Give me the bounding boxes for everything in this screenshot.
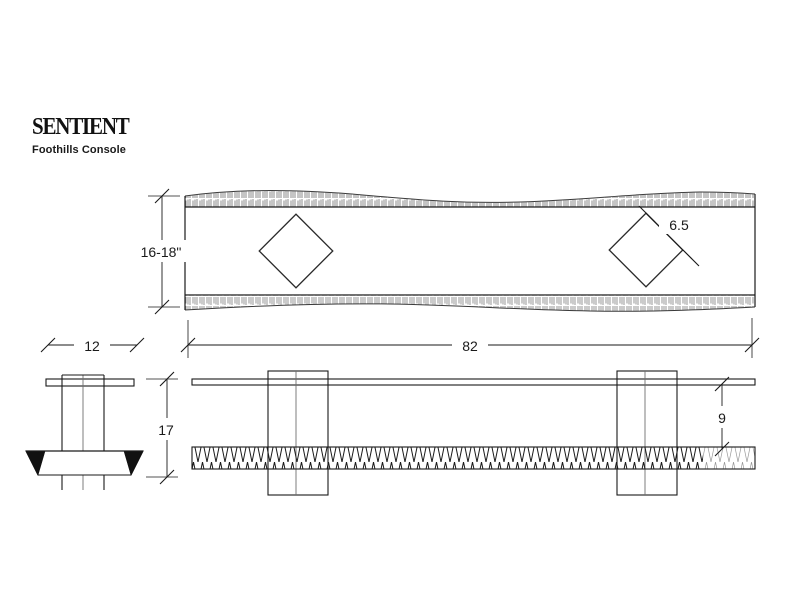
dimension-inlay-size-label: 6.5 — [669, 217, 689, 233]
side-top-slab — [45, 378, 135, 387]
dimension-overall-height-label: 17 — [158, 422, 174, 438]
brand-wordmark: SENTIENT — [32, 111, 130, 140]
dimension-rail-height-label: 9 — [718, 410, 726, 426]
side-elevation-view — [25, 374, 144, 490]
dimension-slab-depth-label: 16-18" — [141, 244, 182, 260]
front-leg-right — [616, 370, 678, 496]
live-edge-top — [184, 190, 756, 208]
front-top-slab — [191, 378, 756, 386]
dimension-inlay-size: 6.5 — [638, 205, 700, 267]
title-block: SENTIENT Foothills Console — [32, 111, 252, 156]
front-stretcher-rail — [191, 446, 756, 470]
dimension-overall-length-label: 82 — [462, 338, 478, 354]
diamond-inlay-left — [258, 213, 334, 289]
dimension-slab-depth: 16-18" — [132, 188, 190, 315]
dimension-overall-length: 82 — [180, 318, 760, 358]
dimension-base-depth-label: 12 — [84, 338, 100, 354]
dimension-overall-height: 17 — [146, 371, 185, 485]
live-edge-bottom — [184, 294, 756, 312]
plan-view — [184, 190, 756, 312]
dimension-base-depth: 12 — [40, 334, 145, 356]
brand-subtitle: Foothills Console — [32, 144, 126, 156]
dimension-rail-height: 9 — [705, 376, 739, 457]
front-elevation-view — [191, 370, 756, 496]
front-leg-left — [267, 370, 329, 496]
